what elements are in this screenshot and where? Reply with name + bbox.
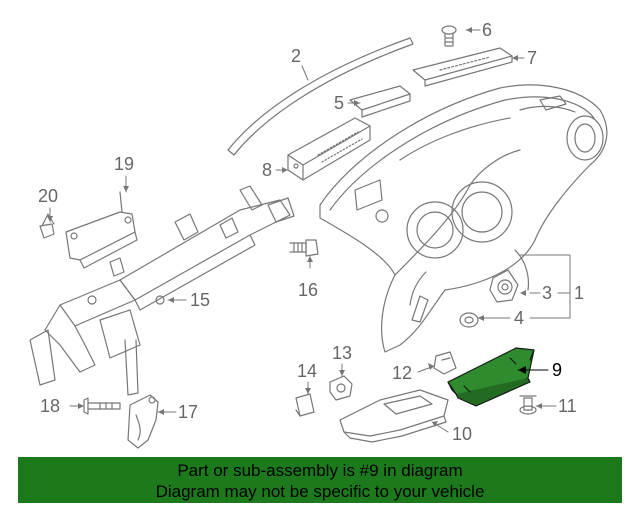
callout-2: 2 [291,46,302,66]
callout-4: 4 [514,308,525,328]
callout-3: 3 [542,283,553,303]
part-1-instrument-panel [319,84,608,353]
banner-line-2: Diagram may not be specific to your vehi… [155,482,485,501]
part-9-highlighted [447,347,535,407]
callout-1: 1 [574,283,585,303]
part-14-clip [295,393,315,417]
part-7-vent-panel [412,47,513,87]
callout-19: 19 [114,154,135,174]
part-4-trim-ring [459,312,479,328]
callout-10: 10 [452,424,473,444]
part-17-bracket [127,394,159,449]
callout-9: 9 [552,360,563,380]
callout-12: 12 [392,363,413,383]
part-5-panel [349,85,411,118]
part-19-bracket [65,191,138,269]
callout-14: 14 [297,361,318,381]
banner-line-1: Part or sub-assembly is #9 in diagram [177,461,463,480]
info-banner: Part or sub-assembly is #9 in diagram Di… [18,457,622,503]
callout-5: 5 [334,93,345,113]
part-6-bolt [441,25,457,47]
leader-arrowheads [47,27,542,427]
callout-13: 13 [332,343,353,363]
callout-15: 15 [190,290,211,310]
part-12-small-bracket [433,351,457,375]
part-3-switch [489,269,519,303]
callout-11: 11 [558,396,577,416]
callout-6: 6 [482,20,493,40]
part-8-grille-panel [287,117,371,181]
part-10-lower-bracket [339,389,449,443]
part-13-switch [329,375,353,401]
callout-18: 18 [40,396,61,416]
part-16-bolt [289,239,319,257]
callout-20: 20 [38,186,59,206]
part-20-clip [39,213,55,239]
part-18-bolt [83,397,121,415]
callout-8: 8 [262,160,273,180]
part-2-trim-strip [227,37,414,156]
callout-17: 17 [178,402,199,422]
callout-7: 7 [527,48,538,68]
callout-16: 16 [298,280,319,300]
part-15-cross-car-beam [29,185,295,396]
part-11-push-pin [519,395,537,415]
